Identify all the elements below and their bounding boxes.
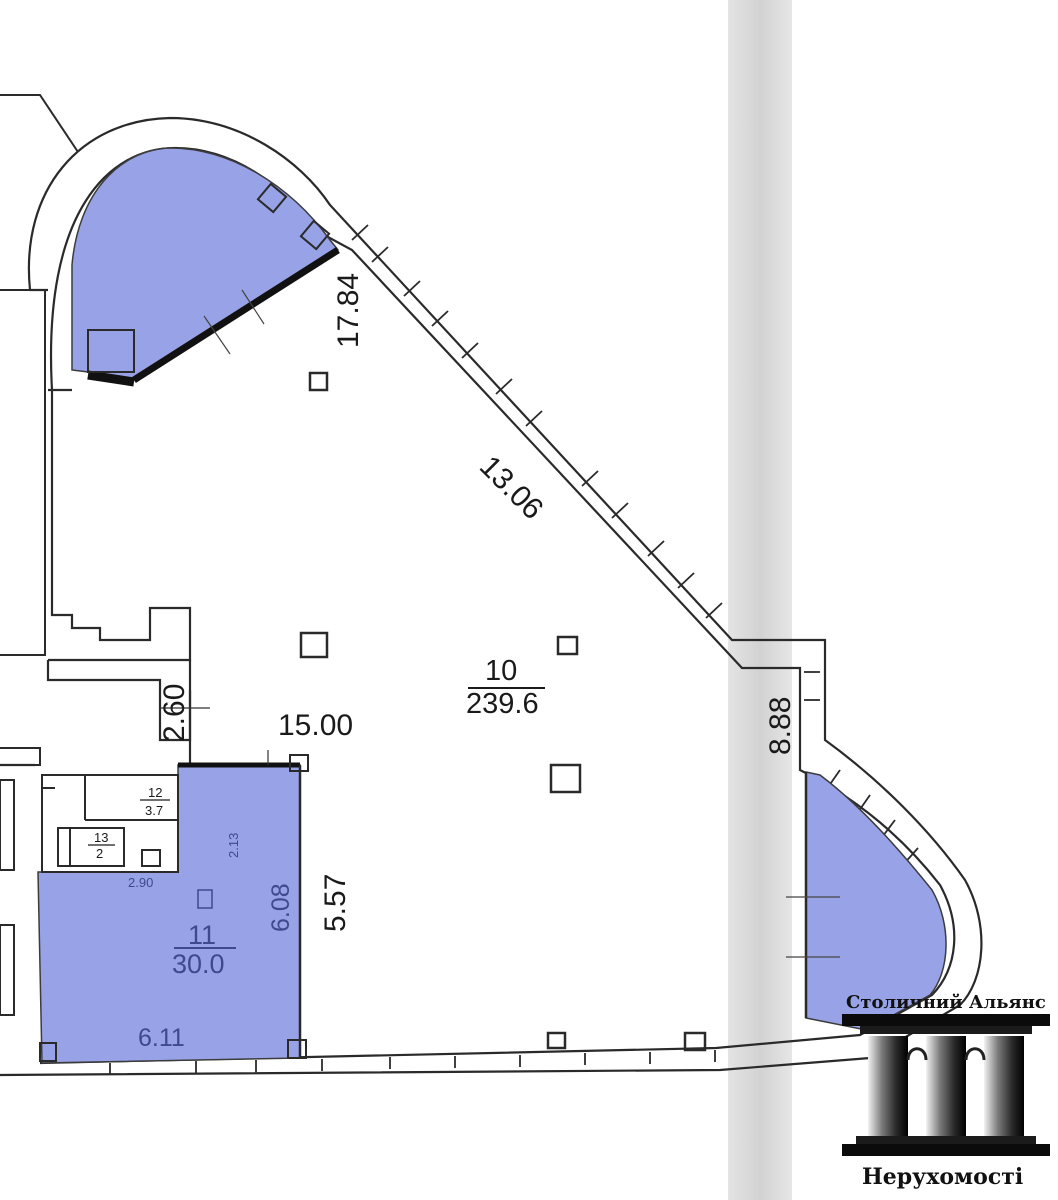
dim-office-height: 6.08	[267, 883, 295, 932]
dim-partition-top: 15.00	[278, 709, 353, 742]
dim-balcony-top: 17.84	[332, 273, 365, 348]
dim-office-small-h: 2.90	[128, 875, 153, 890]
office-corner-column	[289, 754, 309, 772]
room-10-area: 239.6	[466, 688, 539, 720]
balcony-tick	[203, 315, 231, 355]
balcony-partition	[87, 370, 135, 387]
office-corner-column-2	[287, 1039, 307, 1059]
balcony-tick-2	[241, 289, 265, 325]
diagonal-windows	[351, 224, 723, 619]
main-room-columns	[299, 371, 707, 1052]
balcony-partition-diagonal	[132, 247, 340, 383]
room-12-area: 3.7	[145, 803, 163, 818]
balcony-right-highlight	[805, 771, 947, 1031]
adjacent-rooms	[0, 94, 79, 1016]
balcony-top-highlight	[71, 147, 340, 381]
logo-bottom-text: Нерухомості	[862, 1164, 1023, 1190]
balcony-column-small	[256, 182, 288, 214]
room-12-number: 12	[148, 785, 162, 800]
dim-office-width: 6.11	[138, 1024, 185, 1052]
agency-logo: Столичний Альянс Нерухомості	[842, 992, 1050, 1190]
room-13-number: 13	[94, 830, 108, 845]
dim-partition-vertical: 5.57	[319, 874, 352, 932]
office-corner-column-3	[39, 1042, 57, 1062]
logo-columns	[868, 1036, 1024, 1136]
dimension-ticks	[160, 707, 269, 765]
bottom-windows	[109, 1050, 716, 1075]
balcony-column-small-2	[299, 219, 331, 251]
dim-partition-left: 2.60	[158, 684, 191, 742]
column-strip	[728, 0, 792, 1200]
room-13-area: 2	[96, 846, 103, 861]
dim-office-small-v: 2.13	[226, 833, 241, 858]
dim-diagonal-wall: 13.06	[473, 450, 549, 526]
office-highlight	[37, 764, 301, 1064]
logo-top-text: Столичний Альянс	[846, 992, 1046, 1013]
room-11-number: 11	[188, 920, 216, 950]
dim-right-wall: 8.88	[764, 697, 797, 755]
balcony-column	[87, 329, 135, 373]
office-column	[197, 889, 213, 909]
small-rooms	[41, 774, 179, 873]
room-11-area: 30.0	[172, 949, 225, 979]
room-10-number: 10	[485, 655, 517, 687]
